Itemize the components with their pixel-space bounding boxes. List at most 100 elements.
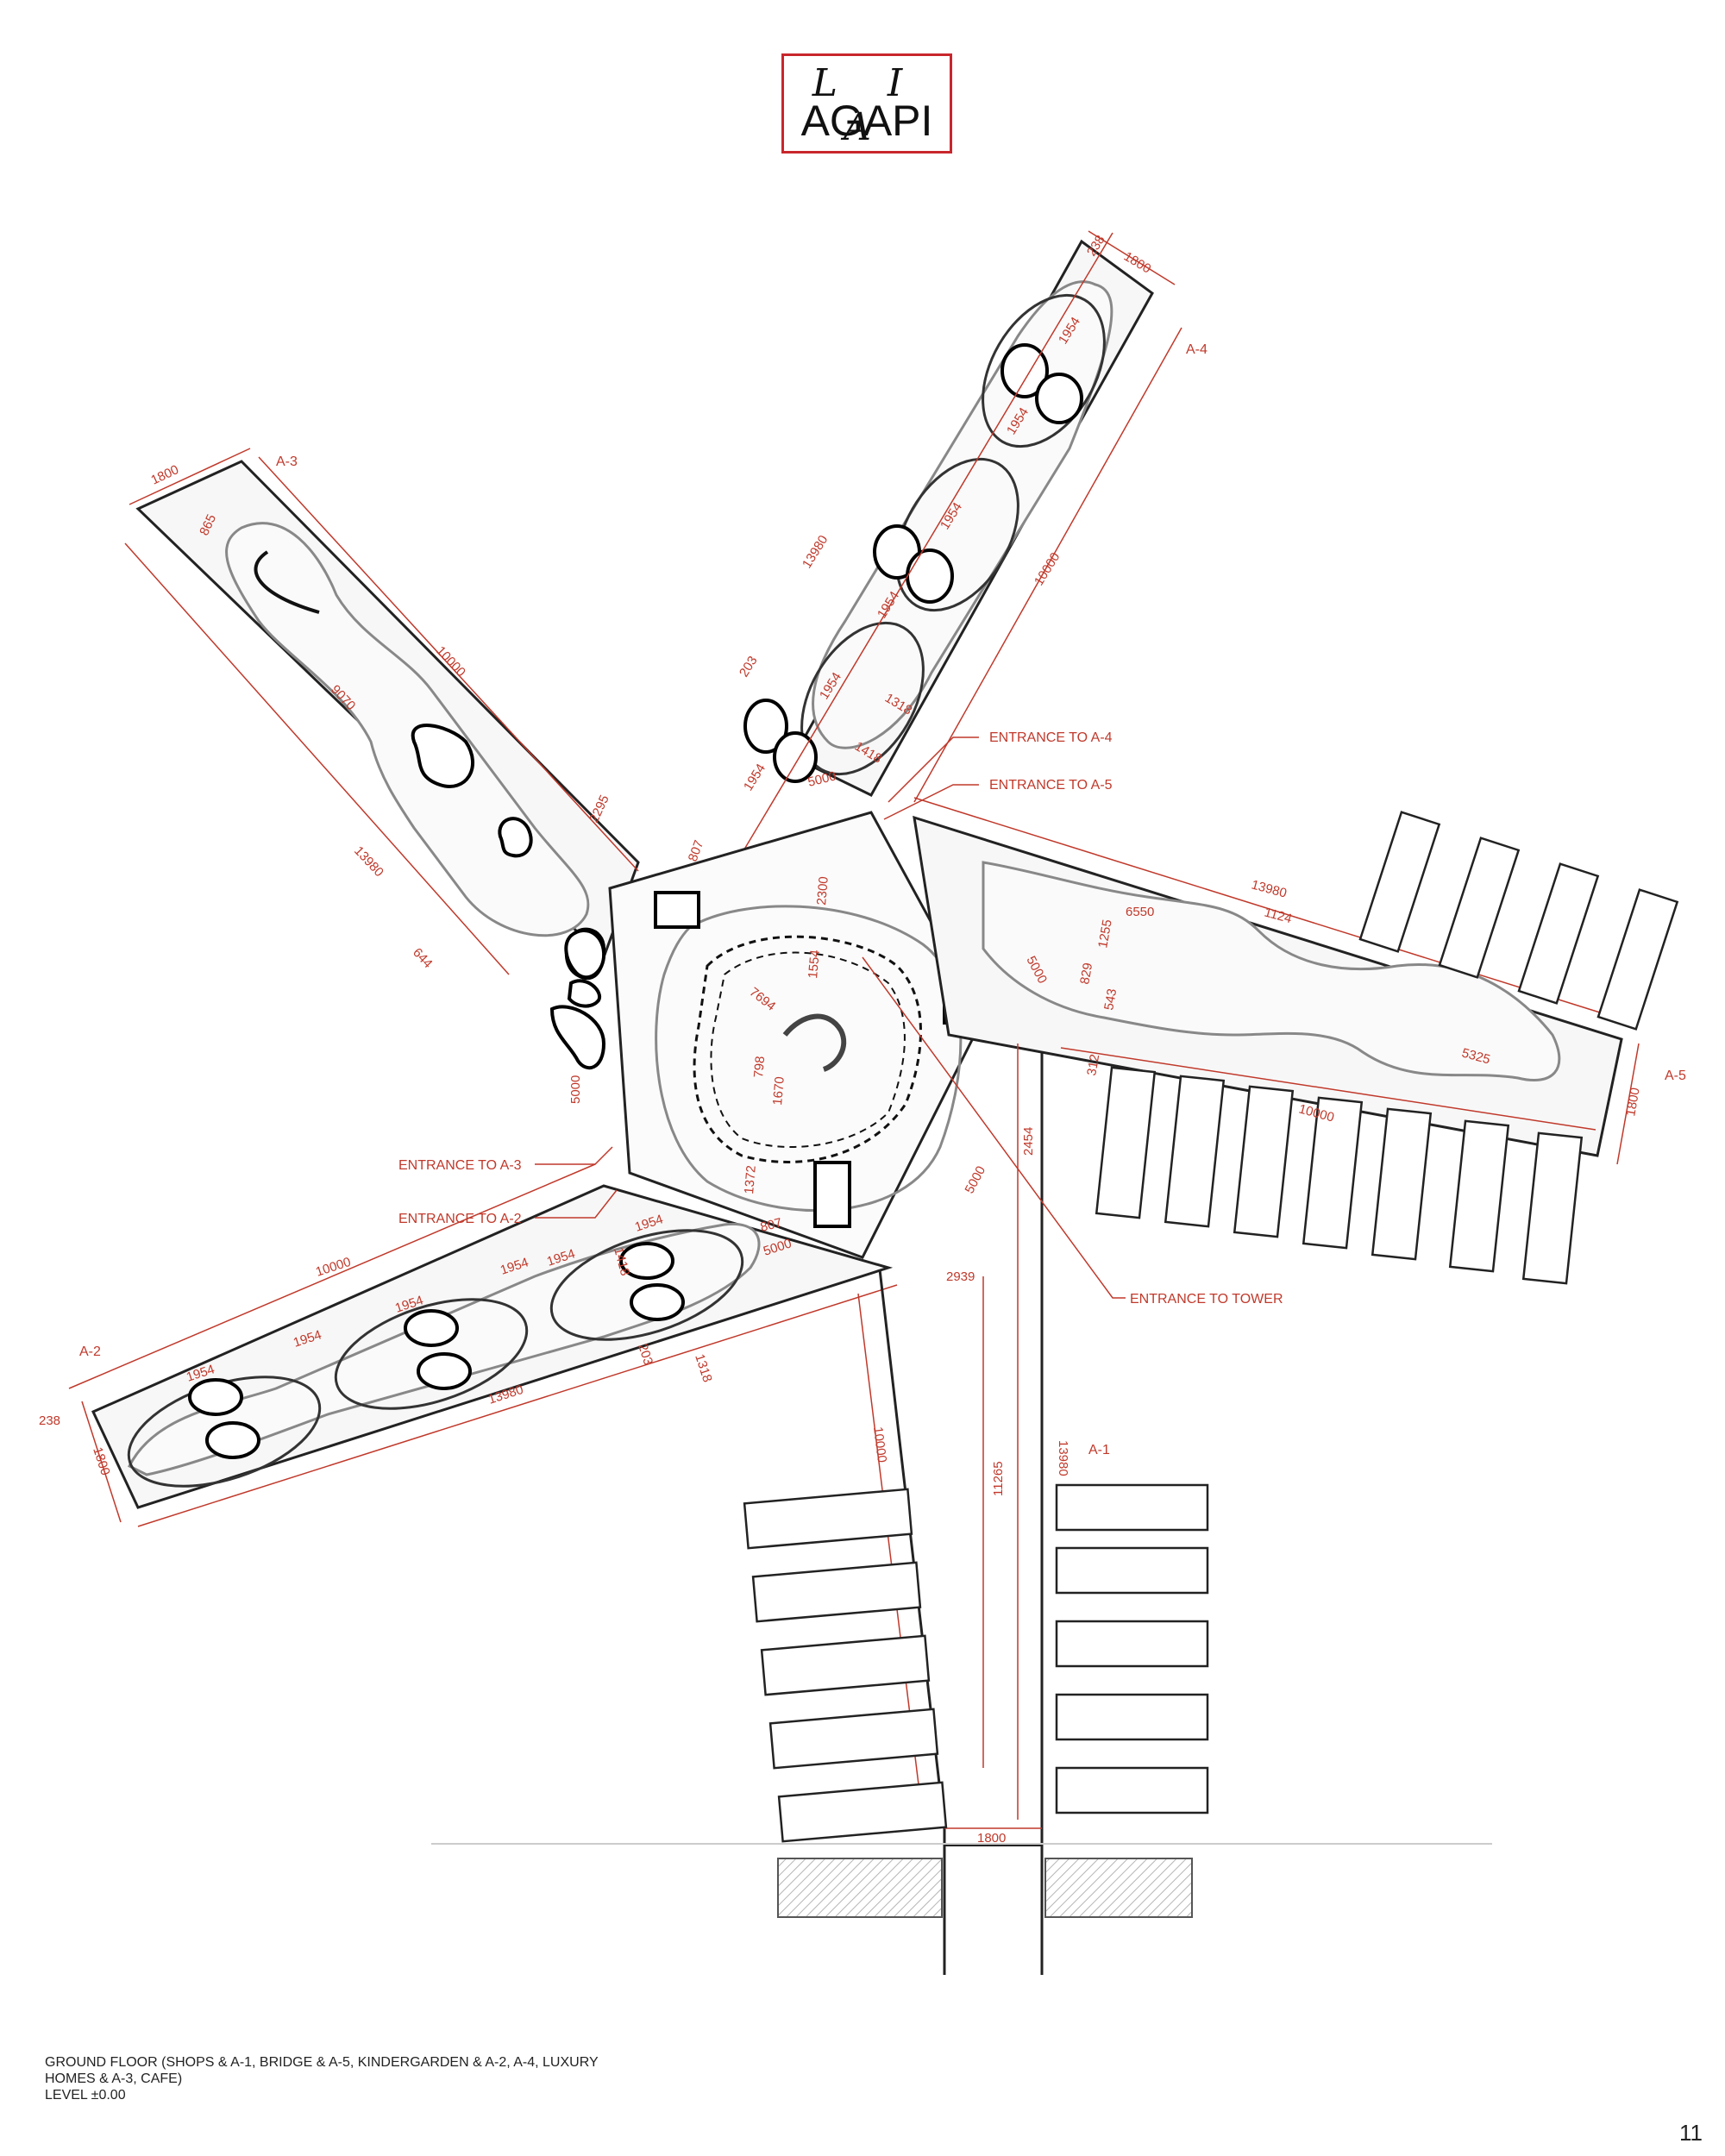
dim-label: 10000 <box>870 1426 889 1463</box>
wing-a3-blob-1 <box>411 724 475 788</box>
housing-block <box>1055 1693 1209 1741</box>
wing-a2 <box>68 1163 898 1527</box>
housing-block-group-a1-right <box>1055 1483 1209 1814</box>
room-a4-1 <box>1000 343 1049 398</box>
dim-label: 829 <box>1077 962 1095 986</box>
wing-a3 <box>124 448 640 1070</box>
dim-a3-outer <box>124 542 510 975</box>
dim-label: 1554 <box>806 950 823 980</box>
room-a2-1 <box>188 1378 243 1416</box>
wing-a5-path <box>982 861 1561 1082</box>
dim-a4-outer <box>715 232 1113 898</box>
housing-block-group-a5-bottom <box>1095 1066 1584 1285</box>
dim-a3-top <box>129 448 251 505</box>
agapi-logo: L I A AGAPI <box>781 53 952 154</box>
dim-a5-top <box>913 797 1631 1023</box>
room-a4-2 <box>1035 373 1083 424</box>
dim-a2-end <box>81 1401 122 1523</box>
dim-a2-top <box>68 1163 596 1389</box>
housing-block <box>1055 1766 1209 1814</box>
caption-line-1: GROUND FLOOR (SHOPS & A-1, BRIDGE & A-5,… <box>45 2055 599 2070</box>
dim-label: 238 <box>39 1413 60 1428</box>
leader-a2 <box>535 1189 618 1219</box>
housing-block <box>1095 1066 1157 1219</box>
dim-label: 5000 <box>568 1075 583 1104</box>
dim-label: 2939 <box>946 1269 975 1284</box>
pod-a4-2 <box>895 457 1019 612</box>
dim-label: 644 <box>410 945 436 971</box>
pod-a2-3 <box>549 1229 744 1341</box>
entrance-a3-label: ENTRANCE TO A-3 <box>398 1158 522 1173</box>
dim-label: 1372 <box>742 1165 759 1195</box>
hub-pod-left <box>564 929 606 980</box>
entrance-a2-label: ENTRANCE TO A-2 <box>398 1212 522 1226</box>
dim-label: 2454 <box>1021 1127 1036 1156</box>
dim-label: 1800 <box>1623 1087 1643 1118</box>
dim-label: 11265 <box>991 1461 1006 1496</box>
housing-block <box>777 1781 948 1843</box>
housing-block <box>1302 1096 1364 1250</box>
dim-label: 543 <box>1101 987 1120 1012</box>
housing-block <box>1055 1483 1209 1532</box>
caption-line-2: HOMES & A-3, CAFE) <box>45 2071 183 2086</box>
dim-a4-top <box>1088 230 1176 285</box>
room-a2-6 <box>630 1283 685 1321</box>
dim-label: 1800 <box>90 1445 112 1477</box>
wing-a3-blob-5 <box>549 1005 606 1070</box>
room-a4-4 <box>906 548 954 604</box>
dim-label: 1318 <box>692 1352 714 1384</box>
dim-a5-mid <box>1060 1047 1596 1131</box>
hub-dashed-path-2 <box>710 951 906 1148</box>
room-a2-2 <box>205 1421 260 1459</box>
hub-elevator-3 <box>813 1161 851 1228</box>
label-a5: A-5 <box>1665 1069 1686 1083</box>
housing-block-group-a5-top <box>1358 811 1679 1031</box>
hub-outline <box>608 811 985 1259</box>
dim-label: 13980 <box>351 843 386 880</box>
dim-label: 1670 <box>770 1076 787 1106</box>
housing-block <box>1055 1620 1209 1668</box>
housing-block <box>743 1488 913 1550</box>
dim-label: 1954 <box>741 761 768 793</box>
dim-label: 312 <box>1084 1053 1102 1077</box>
logo-script: L I A <box>812 61 922 149</box>
housing-block <box>1055 1546 1209 1595</box>
housing-block <box>768 1708 939 1770</box>
pod-a4-1 <box>982 293 1106 448</box>
dim-label: 203 <box>635 1342 656 1367</box>
dim-a3-inner <box>258 456 639 872</box>
leader-a3 <box>535 1146 613 1165</box>
label-a4: A-4 <box>1186 342 1208 357</box>
room-a2-3 <box>404 1309 459 1347</box>
housing-block <box>1596 888 1679 1031</box>
dim-label: 798 <box>751 1056 768 1078</box>
pod-a2-2 <box>334 1298 529 1410</box>
housing-block-group-a1-left <box>743 1488 948 1843</box>
dim-label: 2300 <box>814 876 831 906</box>
pod-a4-3 <box>800 621 925 776</box>
housing-block <box>1371 1107 1433 1261</box>
hub-dashed-path <box>693 935 922 1163</box>
pier-left <box>777 1858 943 1918</box>
page-number: 11 <box>1679 2120 1703 2146</box>
leader-tower <box>862 956 1126 1299</box>
dim-label: 10000 <box>1032 550 1063 588</box>
room-a2-5 <box>619 1242 674 1280</box>
housing-block <box>1448 1119 1510 1273</box>
housing-block <box>760 1634 931 1696</box>
logo-word: AGAPI <box>800 97 933 145</box>
hub-inner-ring <box>655 905 963 1213</box>
wing-a3-sculpture <box>254 550 320 614</box>
entrance-a5-label: ENTRANCE TO A-5 <box>989 778 1113 793</box>
dim-a5-end <box>1616 1043 1640 1165</box>
wing-a2-path <box>127 1222 761 1476</box>
room-a4-5 <box>743 699 788 754</box>
housing-block <box>1164 1075 1226 1228</box>
housing-block <box>1438 837 1521 979</box>
dim-label: 1800 <box>977 1831 1006 1846</box>
hub-seating-arc <box>782 1013 847 1072</box>
dim-label: 13980 <box>1250 877 1289 900</box>
room-a4-6 <box>773 731 818 783</box>
hub-elevator-1 <box>654 891 700 929</box>
